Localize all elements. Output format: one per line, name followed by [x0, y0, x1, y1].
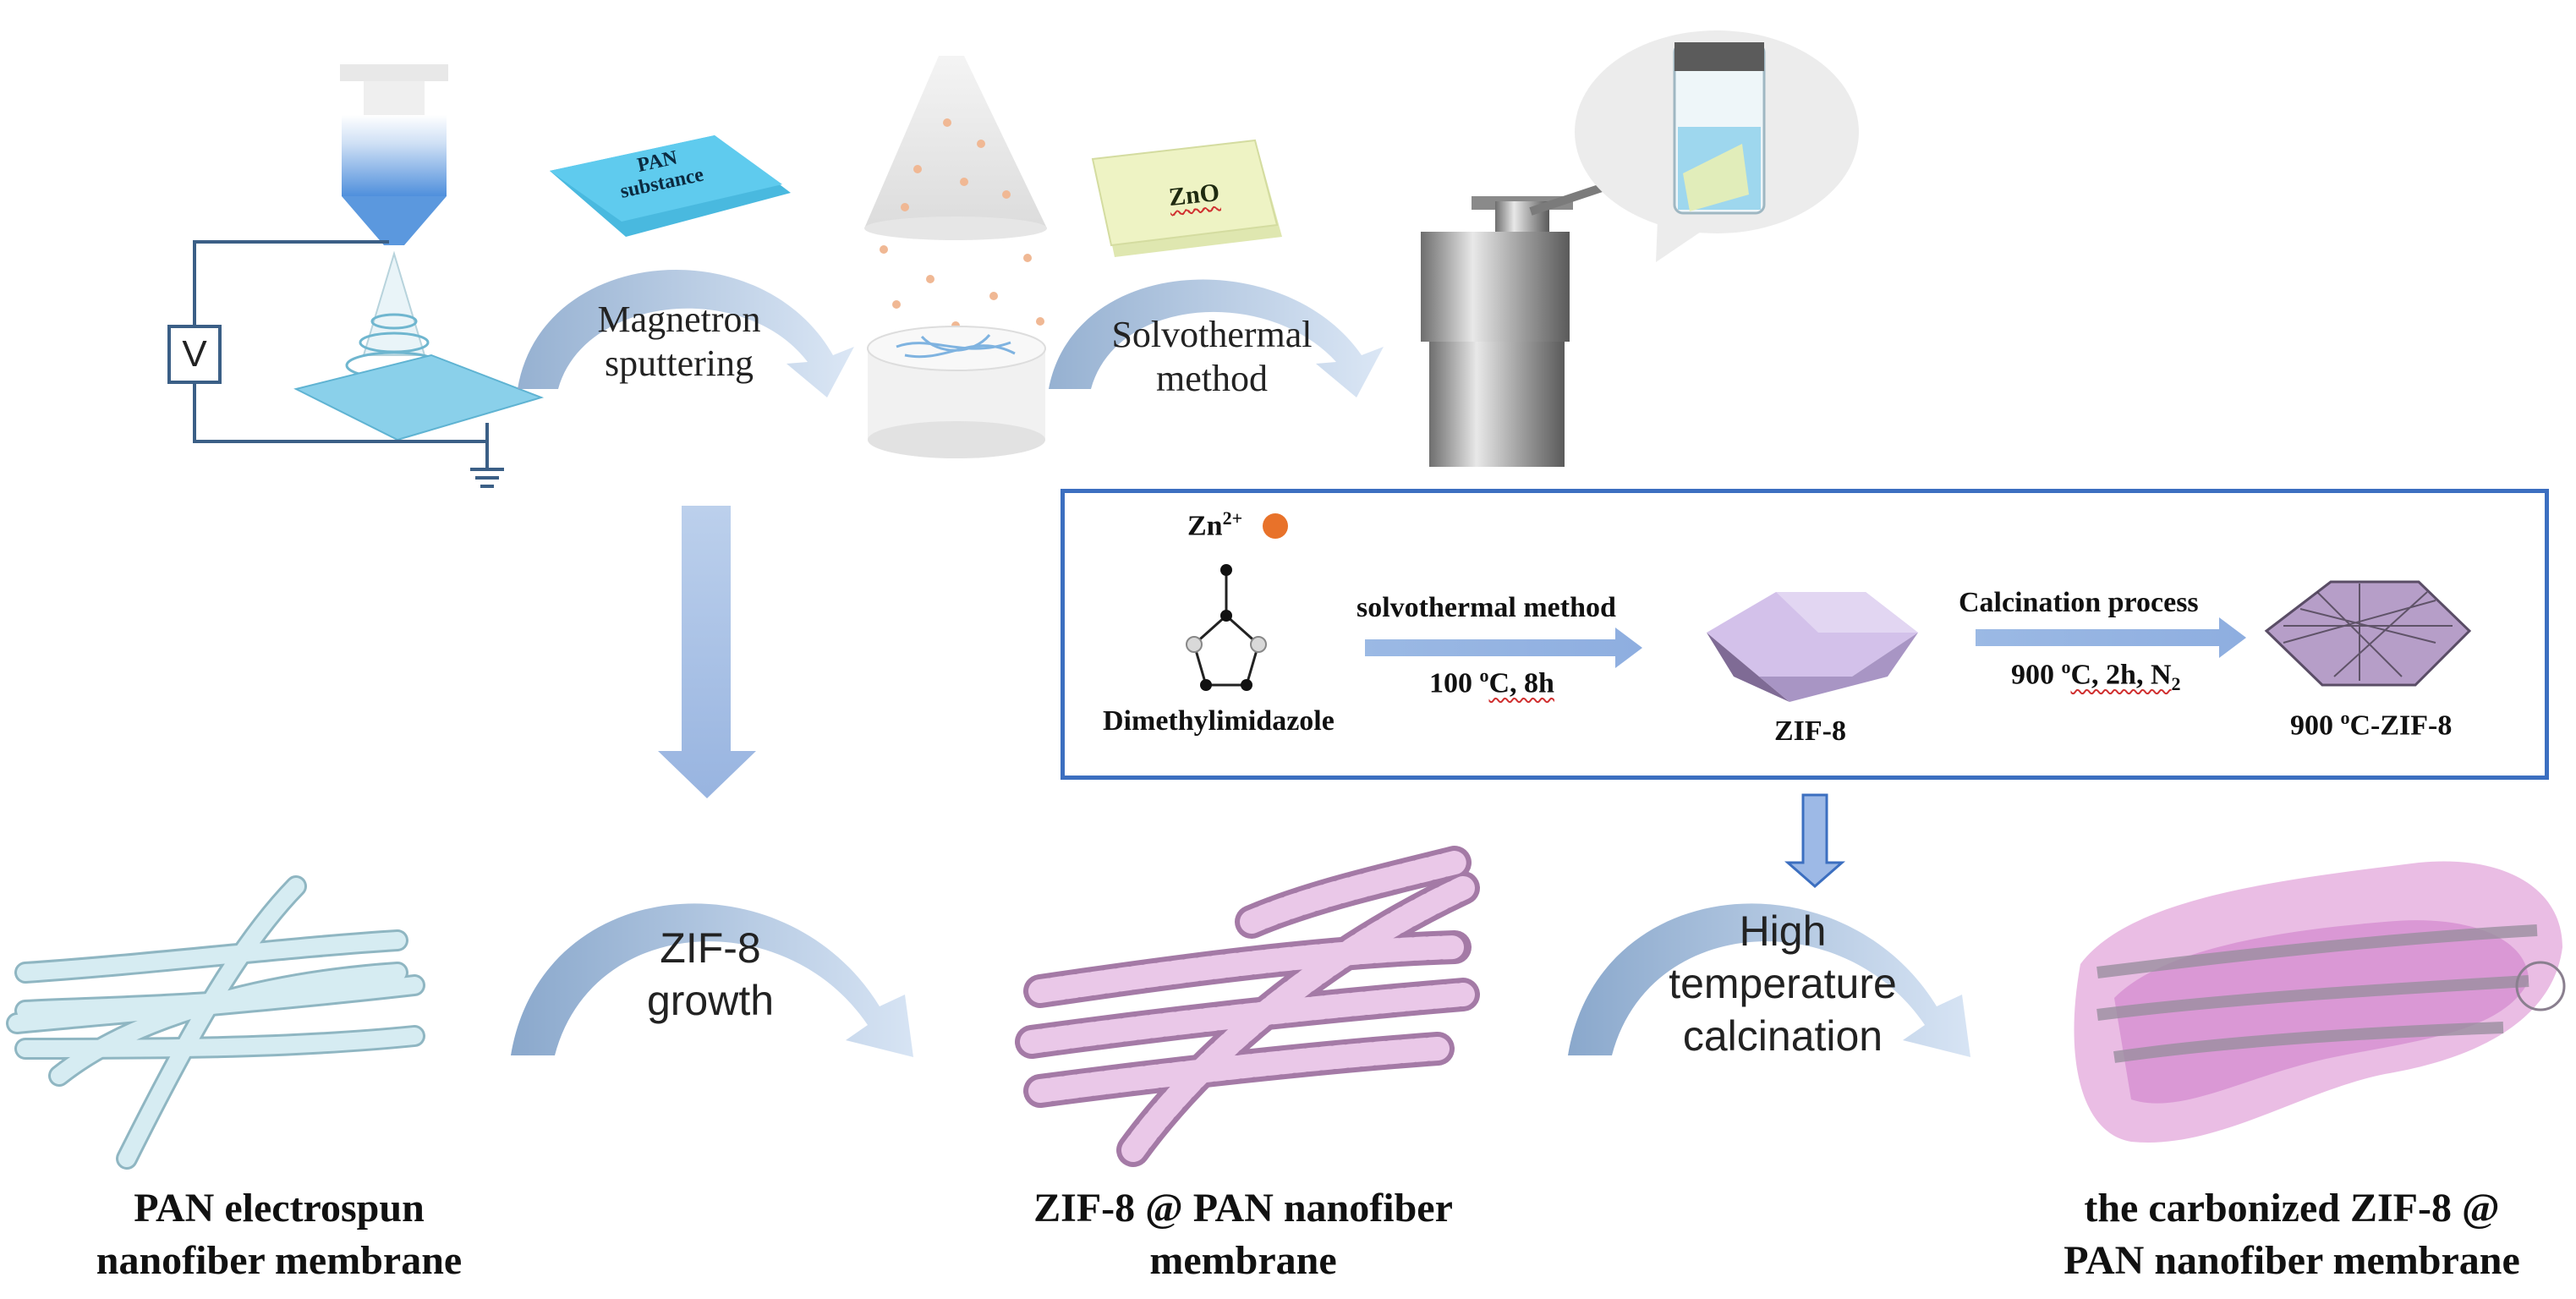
zif8-pan-fibers: [1015, 846, 1480, 1167]
carbonized-crystal: [2264, 580, 2472, 687]
caption-carbonized-membrane: the carbonized ZIF-8 @ PAN nanofiber mem…: [2064, 1186, 2520, 1283]
step2-label: Calcination process: [1959, 587, 2199, 618]
pan-substance-plate: [550, 135, 791, 237]
voltage-box: [167, 325, 222, 384]
magnetron-arc-arrow: [518, 269, 854, 397]
circuit-wire: [193, 240, 504, 488]
pan-fibers: [6, 875, 425, 1170]
step2-conditions: 900 oC, 2h, N2: [2011, 656, 2181, 695]
zif8-label: ZIF-8: [1774, 715, 1846, 747]
down-arrow-small: [1784, 793, 1845, 888]
zno-plate: [1091, 139, 1282, 257]
fiber-mat: [896, 334, 1016, 359]
sputter-particles: [880, 118, 1044, 330]
sputtering-chamber: [864, 56, 1047, 458]
dimethylimidazole-label: Dimethylimidazole: [1103, 705, 1335, 737]
autoclave: [1421, 182, 1609, 467]
step1-conditions: 100 oC, 8h: [1429, 665, 1554, 699]
caption-pan-membrane: PAN electrospun nanofiber membrane: [96, 1186, 463, 1283]
step1-arrow: [1365, 628, 1642, 668]
collector-plate: [293, 354, 545, 441]
fiber-end-circle: [2515, 961, 2566, 1011]
reaction-scheme-box: [1061, 489, 2549, 780]
syringe-cap: [340, 64, 448, 81]
voltage-label: V: [182, 333, 207, 375]
caption-zif8-pan-membrane: ZIF-8 @ PAN nanofiber membrane: [1033, 1186, 1453, 1283]
magnetron-sputtering-label: Magnetron sputtering: [597, 299, 761, 384]
taylor-cone: [362, 250, 426, 356]
step1-label: solvothermal method: [1357, 592, 1616, 623]
carbonized-fibers: [2074, 861, 2566, 1143]
molecule-atoms: [1186, 564, 1267, 691]
zn-ion-label: Zn2+: [1187, 507, 1243, 542]
electrospinning-setup: [167, 64, 545, 488]
calcination-arc-arrow: [1568, 903, 1970, 1057]
solvothermal-arc-arrow: [1049, 279, 1384, 397]
down-arrow-large: [658, 506, 756, 798]
syringe-plunger: [364, 81, 425, 115]
zif8-growth-arc-arrow: [511, 903, 913, 1057]
high-temperature-calcination-label: High temperature calcination: [1669, 907, 1897, 1060]
solvothermal-method-label: Solvothermal method: [1111, 314, 1313, 399]
zif8-growth-label: ZIF-8 growth: [646, 924, 775, 1024]
zn-ion-dot: [1263, 513, 1288, 539]
carbonized-zif8-label: 900 oC-ZIF-8: [2290, 707, 2453, 742]
vial-bubble: [1575, 30, 1859, 262]
step2-arrow: [1976, 617, 2246, 658]
syringe-tip: [342, 196, 447, 245]
zif8-crystal: [1707, 592, 1918, 702]
syringe-body: [342, 115, 447, 196]
